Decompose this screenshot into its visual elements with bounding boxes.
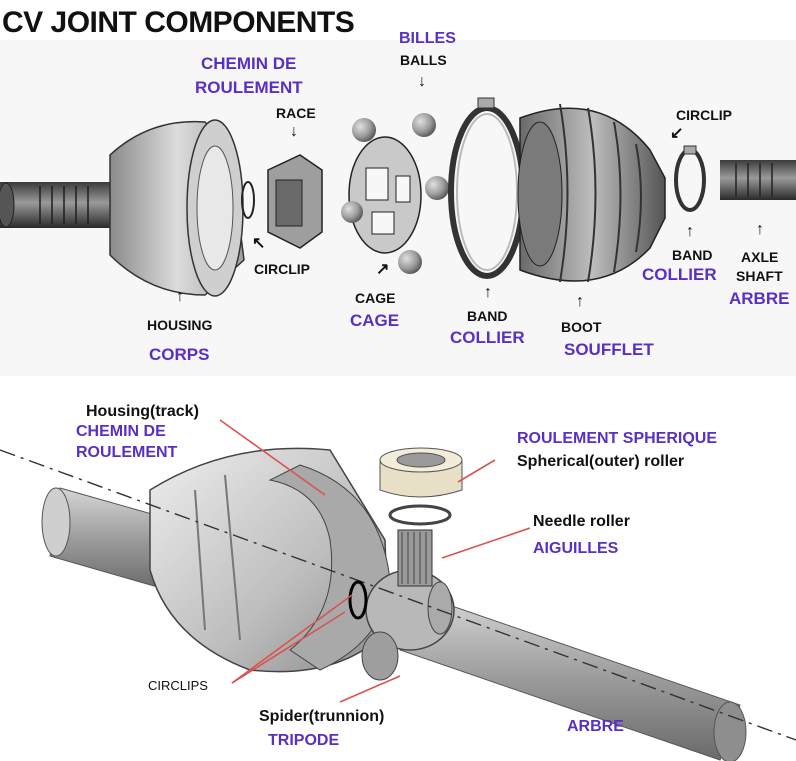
label-arbre-top: ARBRE bbox=[729, 289, 790, 308]
spherical-roller bbox=[379, 447, 463, 526]
tulip-housing bbox=[149, 447, 391, 673]
spider-body bbox=[361, 529, 455, 681]
label-arbre-bottom: ARBRE bbox=[567, 718, 624, 735]
centre-line bbox=[0, 449, 796, 741]
label-chemin-de-top: CHEMIN DE bbox=[201, 54, 297, 73]
label-roulement-spherique: ROULEMENT SPHERIQUE bbox=[517, 430, 718, 447]
leader-lines bbox=[219, 419, 531, 703]
tripod-joint-illustration bbox=[0, 419, 796, 761]
label-circlip-right: CIRCLIP bbox=[676, 107, 732, 123]
arrow-down-left-icon: ↙ bbox=[670, 125, 684, 142]
arrow-up-icon: ↑ bbox=[686, 223, 694, 240]
label-balls: BALLS bbox=[400, 52, 447, 68]
band-clamp-small bbox=[674, 145, 706, 212]
label-housing-track: Housing(track) bbox=[86, 403, 199, 420]
label-spherical-roller: Spherical(outer) roller bbox=[517, 453, 685, 470]
arrow-up-icon: ↑ bbox=[576, 293, 584, 310]
label-roulement-top: ROULEMENT bbox=[195, 78, 303, 97]
label-billes: BILLES bbox=[399, 30, 456, 47]
arrow-up-icon: ↑ bbox=[756, 221, 764, 238]
inner-race bbox=[241, 154, 323, 249]
arrow-up-icon: ↑ bbox=[176, 288, 184, 305]
arrow-up-left-icon: ↖ bbox=[252, 235, 266, 252]
label-shaft: SHAFT bbox=[736, 268, 783, 284]
label-collier-mid: COLLIER bbox=[450, 328, 525, 347]
label-circlip-mid: CIRCLIP bbox=[254, 261, 310, 277]
label-spider: Spider(trunnion) bbox=[259, 708, 385, 725]
tulip-shaft bbox=[41, 487, 181, 591]
label-tripode: TRIPODE bbox=[268, 732, 340, 749]
label-cage-en: CAGE bbox=[355, 290, 396, 306]
label-corps: CORPS bbox=[149, 345, 210, 364]
label-soufflet: SOUFFLET bbox=[564, 340, 654, 359]
arrow-up-icon: ↑ bbox=[484, 284, 492, 301]
housing-bell bbox=[109, 119, 245, 297]
page-title: CV JOINT COMPONENTS bbox=[2, 6, 355, 39]
balls bbox=[341, 113, 449, 274]
label-housing: HOUSING bbox=[147, 317, 213, 333]
label-band-right: BAND bbox=[672, 247, 713, 263]
circlip-ring bbox=[348, 580, 368, 620]
label-axle: AXLE bbox=[741, 249, 779, 265]
label-needle-roller: Needle roller bbox=[533, 513, 630, 530]
exploded-view-illustration bbox=[0, 40, 796, 376]
label-boot: BOOT bbox=[561, 319, 602, 335]
label-roulement-bottom: ROULEMENT bbox=[76, 444, 178, 461]
arrow-up-right-icon: ↗ bbox=[376, 261, 390, 278]
label-chemin-de-bottom: CHEMIN DE bbox=[76, 423, 166, 440]
label-cage-fr: CAGE bbox=[350, 311, 400, 330]
arrow-down-icon: ↓ bbox=[290, 123, 298, 140]
label-aiguilles: AIGUILLES bbox=[533, 540, 619, 557]
boot bbox=[517, 103, 666, 283]
label-collier-right: COLLIER bbox=[642, 265, 717, 284]
label-band-mid: BAND bbox=[467, 308, 508, 324]
axle-shaft bbox=[720, 160, 796, 200]
label-circlips: CIRCLIPS bbox=[148, 678, 208, 693]
arrow-down-icon: ↓ bbox=[418, 73, 426, 90]
label-race: RACE bbox=[276, 105, 316, 121]
cage bbox=[348, 136, 422, 254]
